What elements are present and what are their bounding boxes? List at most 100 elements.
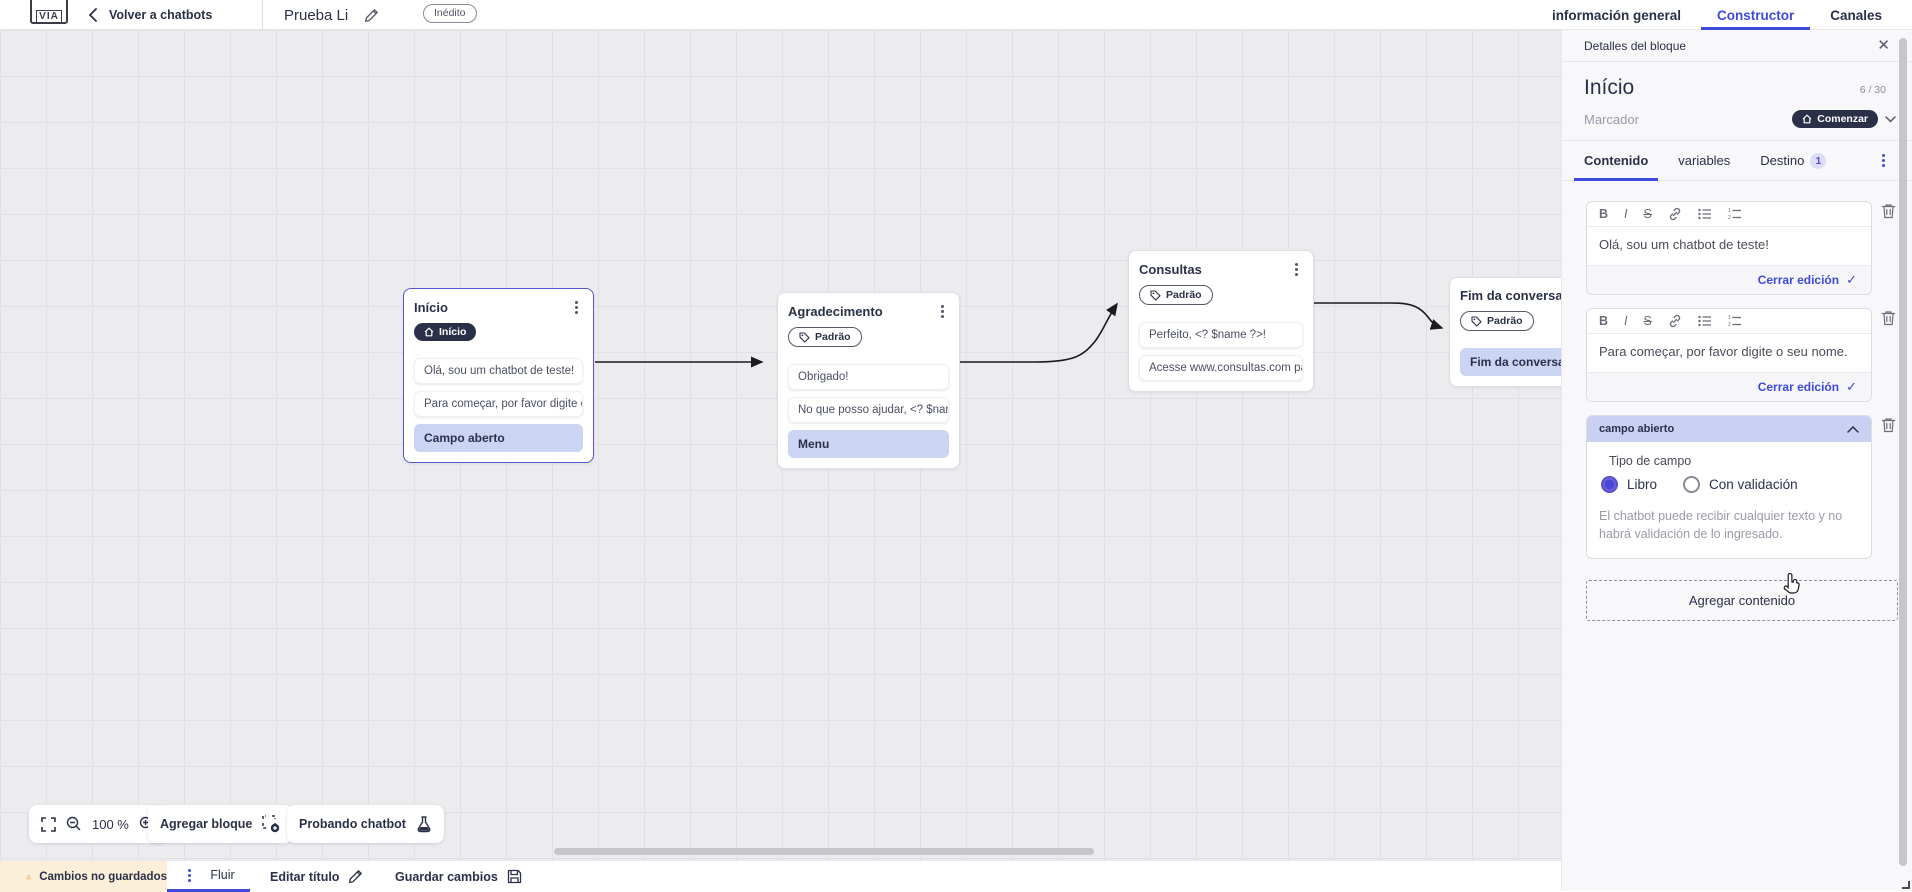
back-label: Volver a chatbots: [109, 8, 212, 22]
destino-count-badge: 1: [1810, 153, 1826, 169]
italic-icon[interactable]: I: [1624, 207, 1627, 221]
open-field-header[interactable]: campo abierto: [1587, 416, 1871, 442]
header-divider: [262, 0, 263, 30]
chevron-left-icon: [88, 8, 97, 22]
close-edit-button[interactable]: Cerrar edición: [1758, 380, 1839, 394]
node-type-badge: Padrão: [1139, 285, 1213, 305]
node-message-item[interactable]: Acesse www.consultas.com par...: [1139, 355, 1303, 381]
bold-icon[interactable]: B: [1599, 207, 1608, 221]
bullet-list-icon[interactable]: [1698, 208, 1712, 220]
back-button[interactable]: Volver a chatbots: [88, 0, 212, 30]
close-panel-icon[interactable]: ✕: [1877, 39, 1890, 53]
node-action-item[interactable]: Menu: [788, 430, 949, 458]
tab-contenido[interactable]: Contenido: [1584, 141, 1648, 181]
panel-vertical-scrollbar[interactable]: [1899, 38, 1907, 866]
resize-handle[interactable]: [1902, 881, 1910, 889]
radio-con-validacion[interactable]: Con validación: [1683, 476, 1798, 493]
edit-title-pencil-icon[interactable]: [364, 8, 379, 23]
node-message-item[interactable]: Para começar, por favor digite o ...: [414, 391, 583, 417]
tab-canales[interactable]: Canales: [1830, 0, 1882, 30]
field-type-label: Tipo de campo: [1609, 454, 1859, 468]
node-title: Agradecimento: [788, 304, 883, 319]
top-header: VIA Volver a chatbots Prueba Li Inédito …: [0, 0, 1912, 30]
radio-unselected-icon: [1683, 476, 1700, 493]
node-message-item[interactable]: Obrigado!: [788, 364, 949, 390]
node-action-item[interactable]: Fim da conversa: [1460, 348, 1561, 376]
test-chatbot-button[interactable]: Probando chatbot: [287, 805, 444, 843]
chevron-down-icon[interactable]: [1885, 116, 1896, 123]
pencil-icon: [348, 869, 363, 884]
delete-section-icon[interactable]: [1881, 417, 1896, 433]
flow-node-inicio[interactable]: Início Início Olá, sou um chatbot de tes…: [403, 288, 594, 463]
add-block-label: Agregar bloque: [160, 817, 252, 831]
node-menu-icon[interactable]: [569, 299, 583, 315]
node-message-item[interactable]: Olá, sou um chatbot de teste!: [414, 358, 583, 384]
collapse-chevron-up-icon[interactable]: [1847, 426, 1859, 433]
tab-informacion-general[interactable]: información general: [1552, 0, 1681, 30]
add-content-button[interactable]: Agregar contenido: [1586, 580, 1898, 621]
flow-node-agradecimento[interactable]: Agradecimento Padrão Obrigado! No que po…: [777, 292, 960, 469]
start-marker-button[interactable]: Comenzar: [1792, 110, 1878, 128]
tag-icon: [799, 332, 810, 343]
unsaved-label: Cambios no guardados: [39, 871, 167, 883]
char-counter: 6 / 30: [1860, 84, 1886, 100]
block-name-heading[interactable]: Início: [1584, 76, 1634, 100]
app-logo: VIA: [30, 0, 68, 24]
svg-text:2: 2: [1728, 322, 1731, 327]
close-edit-button[interactable]: Cerrar edición: [1758, 273, 1839, 287]
node-menu-icon[interactable]: [1289, 261, 1303, 277]
edit-title-button[interactable]: Editar título: [270, 861, 363, 892]
tab-constructor[interactable]: Constructor: [1717, 0, 1794, 30]
flow-canvas[interactable]: Início Início Olá, sou um chatbot de tes…: [0, 30, 1561, 860]
panel-menu-icon[interactable]: [1876, 153, 1890, 169]
svg-text:1: 1: [1728, 208, 1731, 214]
node-title: Início: [414, 300, 448, 315]
bold-icon[interactable]: B: [1599, 314, 1608, 328]
canvas-horizontal-scrollbar[interactable]: [554, 848, 1094, 855]
strikethrough-icon[interactable]: S: [1644, 314, 1652, 328]
node-title: Fim da conversa: [1460, 288, 1561, 303]
tag-icon: [1150, 290, 1161, 301]
tag-icon: [1471, 316, 1482, 327]
editor-text[interactable]: Olá, sou um chatbot de teste!: [1587, 227, 1871, 265]
link-icon[interactable]: [1668, 207, 1682, 221]
warning-icon: [26, 870, 31, 884]
strikethrough-icon[interactable]: S: [1644, 207, 1652, 221]
panel-title: Detalles del bloque: [1584, 39, 1686, 53]
node-message-item[interactable]: Perfeito, <? $name ?>!: [1139, 322, 1303, 348]
marker-input[interactable]: [1584, 112, 1734, 127]
tab-fluir[interactable]: Fluir: [167, 861, 250, 892]
save-changes-button[interactable]: Guardar cambios: [395, 861, 522, 892]
node-menu-icon[interactable]: [935, 303, 949, 319]
delete-content-icon[interactable]: [1881, 203, 1896, 219]
fit-view-icon[interactable]: [41, 817, 56, 832]
status-badge: Inédito: [423, 4, 477, 23]
connector-consultas-fim: [1314, 303, 1442, 328]
zoom-out-icon[interactable]: [66, 816, 82, 832]
svg-text:1: 1: [1728, 315, 1731, 321]
link-icon[interactable]: [1668, 314, 1682, 328]
add-block-button[interactable]: Agregar bloque: [148, 805, 293, 843]
add-block-icon: [262, 815, 281, 833]
radio-libro[interactable]: Libro: [1601, 476, 1657, 493]
node-action-item[interactable]: Campo aberto: [414, 424, 583, 452]
node-message-item[interactable]: No que posso ajudar, <? $name ...: [788, 397, 949, 423]
bullet-list-icon[interactable]: [1698, 315, 1712, 327]
flow-node-fim-da-conversa[interactable]: Fim da conversa Padrão Fim da conversa: [1449, 277, 1561, 387]
node-type-badge: Padrão: [1460, 311, 1534, 331]
editor-text[interactable]: Para começar, por favor digite o seu nom…: [1587, 334, 1871, 372]
flow-menu-icon[interactable]: [182, 867, 196, 883]
italic-icon[interactable]: I: [1624, 314, 1627, 328]
connector-agradecimento-consultas: [960, 304, 1117, 362]
flow-node-consultas[interactable]: Consultas Padrão Perfeito, <? $name ?>! …: [1128, 250, 1314, 392]
test-chatbot-label: Probando chatbot: [299, 817, 406, 831]
delete-content-icon[interactable]: [1881, 310, 1896, 326]
radio-selected-icon: [1601, 476, 1618, 493]
open-field-section: campo abierto Tipo de campo Libro Con va…: [1586, 415, 1872, 558]
node-title: Consultas: [1139, 262, 1202, 277]
tab-variables[interactable]: variables: [1678, 141, 1730, 181]
